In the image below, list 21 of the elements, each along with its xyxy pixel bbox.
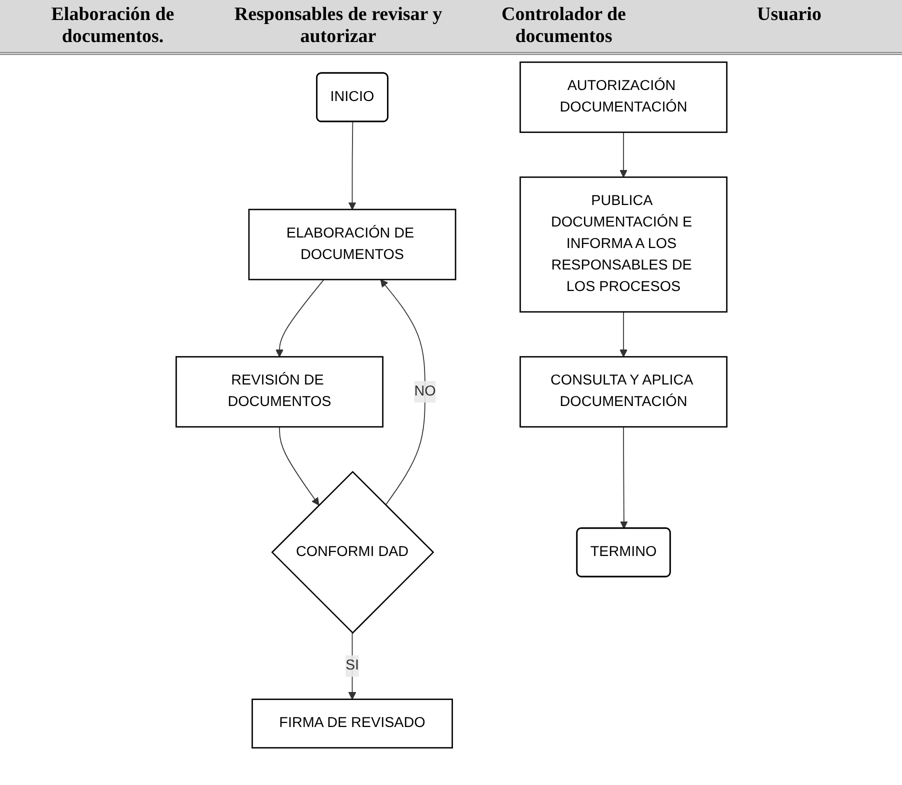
node-box: REVISIÓN DE DOCUMENTOS: [175, 356, 383, 428]
lane-header: Usuario: [756, 3, 822, 27]
arrow: [348, 121, 356, 210]
arrow: [619, 426, 628, 529]
node-box: ELABORACIÓN DE DOCUMENTOS: [248, 208, 456, 280]
node-box: AUTORIZACIÓN DOCUMENTACIÓN: [519, 62, 727, 133]
arrow: [619, 132, 627, 178]
arrow: [619, 311, 627, 358]
arrow: [348, 632, 356, 700]
edge-label: NO: [414, 384, 436, 400]
arrow: [278, 426, 319, 506]
lane-header: Elaboración de documentos.: [50, 3, 176, 49]
node-box: FIRMA DE REVISADO: [251, 698, 452, 748]
node-box: CONSULTA Y APLICA DOCUMENTACIÓN: [519, 356, 727, 428]
lane-header: Controlador de documentos: [500, 3, 627, 49]
node-box: PUBLICA DOCUMENTACIÓN E INFORMA A LOS RESPONSABLES DE LOS PROCESOS: [519, 176, 727, 313]
arrow: [275, 279, 324, 358]
node-diamond: CONFORMI DAD: [270, 470, 434, 634]
arrow: [380, 279, 425, 506]
edge-label: SI: [344, 658, 359, 674]
lane-header: Responsables de revisar y autorizar: [233, 3, 444, 49]
